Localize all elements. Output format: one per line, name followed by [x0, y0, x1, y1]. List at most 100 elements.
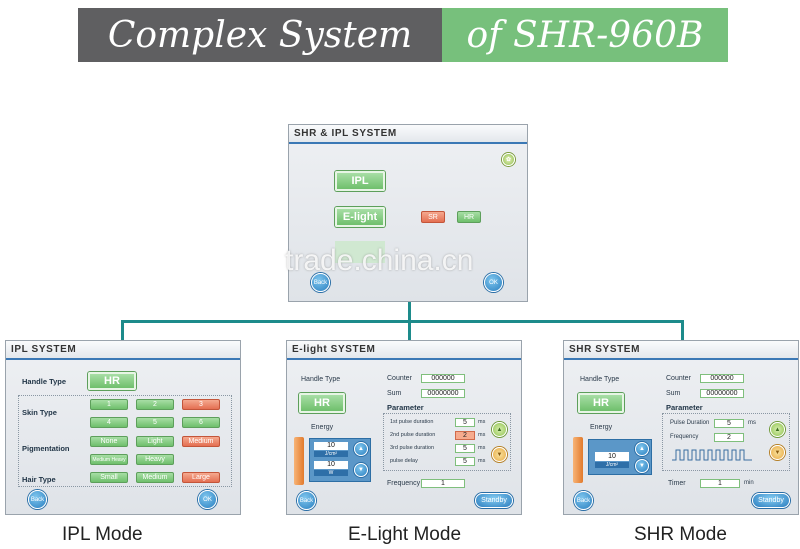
- param-4-unit: ms: [478, 458, 486, 464]
- pigmentation-medium[interactable]: Medium: [182, 436, 220, 447]
- handle-type-button[interactable]: HR: [578, 393, 624, 413]
- connector-left: [121, 320, 124, 340]
- shr-ipl-screen: SHR & IPL SYSTEM ✿ IPL E-light SR HR Bac…: [288, 124, 528, 302]
- handle-type-button[interactable]: HR: [299, 393, 345, 413]
- param-3-value: 5: [455, 444, 475, 453]
- energy-label: Energy: [311, 424, 334, 431]
- handle-type-label: Handle Type: [580, 376, 620, 383]
- back-button[interactable]: Back: [311, 273, 330, 292]
- sum-label: Sum: [387, 390, 402, 397]
- ipl-mode-caption: IPL Mode: [62, 524, 143, 545]
- timer-label: Timer: [668, 480, 686, 487]
- screen-title: SHR SYSTEM: [569, 344, 641, 355]
- hair-type-small[interactable]: Small: [90, 472, 128, 483]
- standby-button[interactable]: Standby: [752, 493, 790, 508]
- options-frame: [18, 395, 232, 487]
- param-up-button[interactable]: ▲: [492, 422, 507, 437]
- pulse-duration-unit: ms: [748, 420, 756, 426]
- skin-type-4[interactable]: 4: [90, 417, 128, 428]
- settings-gear-icon[interactable]: ✿: [502, 153, 515, 166]
- param-2-label: 2nd pulse duration: [390, 432, 436, 438]
- energy-level-bar: [573, 437, 583, 483]
- parameter-frame: [662, 413, 790, 471]
- pigmentation-none[interactable]: None: [90, 436, 128, 447]
- ipl-button[interactable]: IPL: [335, 171, 385, 191]
- banner-left-panel: Complex System: [78, 8, 442, 62]
- skin-type-1[interactable]: 1: [90, 399, 128, 410]
- standby-button[interactable]: Standby: [475, 493, 513, 508]
- counter-label: Counter: [387, 375, 412, 382]
- shr-screen: SHR SYSTEM Handle Type HR Energy 10 J/cm…: [563, 340, 799, 515]
- skin-type-3[interactable]: 3: [182, 399, 220, 410]
- param-3-unit: ms: [478, 445, 486, 451]
- frequency-value: 2: [714, 433, 744, 442]
- elight-screen: E-light SYSTEM Handle Type HR Energy 10 …: [286, 340, 522, 515]
- energy-value-2: 10: [314, 461, 348, 469]
- skin-type-2[interactable]: 2: [136, 399, 174, 410]
- skin-type-label: Skin Type: [22, 408, 57, 417]
- energy-level-bar: [294, 437, 304, 485]
- param-up-button[interactable]: ▲: [770, 422, 785, 437]
- sr-button[interactable]: SR: [421, 211, 445, 223]
- sum-label: Sum: [666, 390, 681, 397]
- param-3-label: 3rd pulse duration: [390, 445, 435, 451]
- ipl-screen: IPL SYSTEM Handle Type HR Skin Type 1 2 …: [5, 340, 241, 515]
- param-4-label: pulse delay: [390, 458, 418, 464]
- pigmentation-light[interactable]: Light: [136, 436, 174, 447]
- energy-value: 10: [595, 452, 629, 461]
- back-button[interactable]: Back: [28, 490, 47, 509]
- handle-type-button[interactable]: HR: [88, 372, 136, 390]
- energy-value-1: 10: [314, 442, 348, 450]
- param-2-value: 2: [455, 431, 475, 440]
- connector-right: [681, 320, 684, 340]
- connector-trunk: [408, 301, 411, 322]
- screen-header: SHR & IPL SYSTEM: [289, 125, 527, 144]
- hair-type-large[interactable]: Large: [182, 472, 220, 483]
- energy-up-button[interactable]: ▲: [354, 442, 368, 456]
- screen-title: IPL SYSTEM: [11, 344, 77, 355]
- counter-value: 000000: [421, 374, 465, 383]
- param-down-button[interactable]: ▼: [492, 447, 507, 462]
- frequency-value: 1: [421, 479, 465, 488]
- sum-value: 00000000: [700, 389, 744, 398]
- counter-label: Counter: [666, 375, 691, 382]
- energy-panel: 10 J/cm² 10 W ▲ ▼: [309, 438, 371, 482]
- energy-unit: J/cm²: [595, 462, 629, 468]
- banner-right-panel: of SHR-960B: [442, 8, 728, 62]
- elight-mode-caption: E-Light Mode: [348, 524, 462, 545]
- sum-value: 00000000: [421, 389, 465, 398]
- elight-button[interactable]: E-light: [335, 207, 385, 227]
- skin-type-6[interactable]: 6: [182, 417, 220, 428]
- pulse-duration-value: 5: [714, 419, 744, 428]
- param-1-label: 1st pulse duration: [390, 419, 434, 425]
- param-down-button[interactable]: ▼: [770, 445, 785, 460]
- energy-unit-1: J/cm²: [314, 451, 348, 457]
- ok-button[interactable]: OK: [198, 490, 217, 509]
- energy-up-button[interactable]: ▲: [635, 442, 649, 456]
- energy-panel: 10 J/cm² ▲ ▼: [588, 439, 652, 475]
- ok-button[interactable]: OK: [484, 273, 503, 292]
- skin-type-5[interactable]: 5: [136, 417, 174, 428]
- parameter-label: Parameter: [387, 403, 424, 412]
- shr-mode-caption: SHR Mode: [634, 524, 727, 545]
- energy-down-button[interactable]: ▼: [635, 459, 649, 473]
- parameter-frame: [383, 413, 511, 471]
- pigmentation-medium-heavy[interactable]: Medium Heavy: [90, 454, 128, 465]
- timer-unit: min: [744, 480, 754, 486]
- pulse-waveform: [672, 449, 752, 461]
- screen-header: IPL SYSTEM: [6, 341, 240, 360]
- energy-down-button[interactable]: ▼: [354, 463, 368, 477]
- hair-type-medium[interactable]: Medium: [136, 472, 174, 483]
- back-button[interactable]: Back: [574, 491, 593, 510]
- pigmentation-heavy[interactable]: Heavy: [136, 454, 174, 465]
- disabled-button-area: [335, 241, 385, 263]
- handle-type-label: Handle Type: [22, 377, 67, 386]
- watermark-text: trade.china.cn: [285, 244, 474, 277]
- screen-title: E-light SYSTEM: [292, 344, 376, 355]
- pulse-duration-label: Pulse Duration: [670, 420, 710, 426]
- back-button[interactable]: Back: [297, 491, 316, 510]
- timer-value: 1: [700, 479, 740, 488]
- screen-header: E-light SYSTEM: [287, 341, 521, 360]
- parameter-label: Parameter: [666, 403, 703, 412]
- hr-button[interactable]: HR: [457, 211, 481, 223]
